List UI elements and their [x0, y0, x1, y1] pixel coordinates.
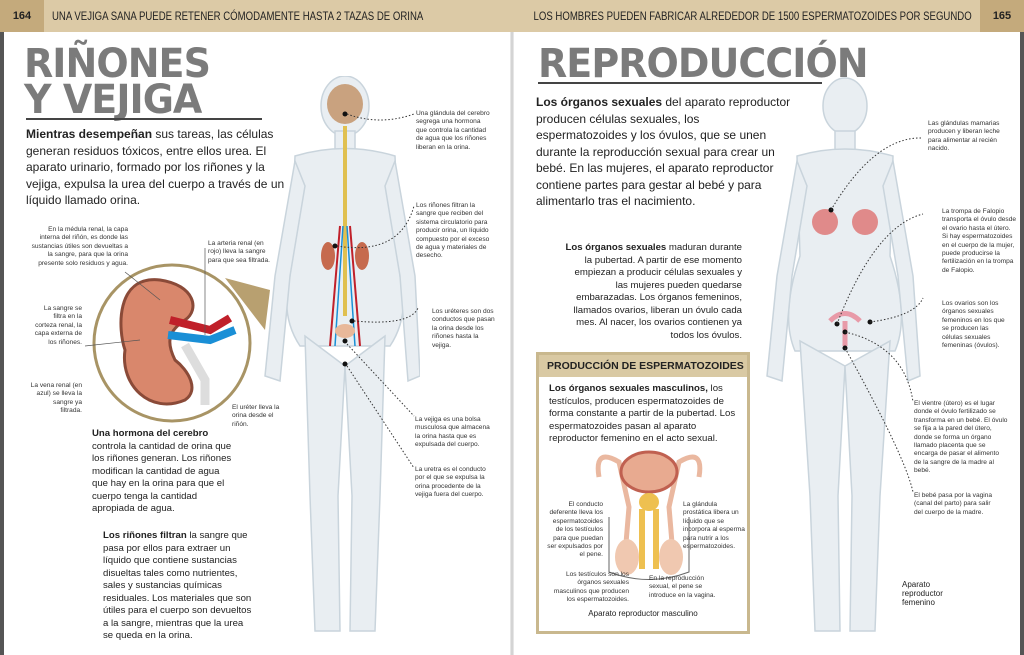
kidney-label-ureter: El uréter lleva la orina desde el riñón.	[232, 404, 280, 428]
bladder	[619, 450, 679, 494]
page-edge	[0, 32, 4, 655]
kidney-right	[355, 242, 369, 270]
page-number: 165	[980, 0, 1024, 32]
body-label-brain: Una glándula del cerebro segrega una hor…	[416, 110, 490, 151]
renal-artery	[169, 314, 233, 335]
title-rule	[26, 118, 262, 120]
figure-caption: Aparato reproductor femenino	[902, 580, 943, 607]
page-edge	[1020, 32, 1024, 655]
diagram-caption: Aparato reproductor masculino	[588, 609, 698, 618]
prostate	[639, 493, 659, 511]
leader-line	[84, 339, 141, 347]
page-title: RIÑONES	[24, 41, 211, 87]
zoom-pointer	[225, 278, 270, 330]
label-testiculos: Los testículos son los órganos sexuales …	[553, 571, 629, 604]
kidney-illustration	[84, 248, 270, 423]
title-rule	[538, 82, 822, 84]
body-label-fallopian: La trompa de Falopio transporta el óvulo…	[942, 208, 1017, 274]
brain	[327, 84, 363, 124]
renal-vein	[167, 326, 237, 345]
page-number: 164	[0, 0, 44, 32]
body-label-bladder: La vejiga es una bolsa musculosa que alm…	[415, 416, 490, 449]
label-conducto: El conducto deferente lleva los espermat…	[547, 501, 603, 559]
kidney-label-corteza: La sangre se filtra en la corteza renal,…	[34, 305, 82, 346]
intro-paragraph: Los órganos sexuales del aparato reprodu…	[536, 95, 791, 208]
bladder	[335, 324, 355, 338]
label-prostata: La glándula prostática libera un líquido…	[683, 501, 745, 551]
page-title: REPRODUCCIÓN	[538, 41, 869, 87]
ureter	[181, 342, 210, 405]
kidney-label-vena: La vena renal (en azul) se lleva la sang…	[30, 382, 82, 415]
body-label-ovaries: Los ovarios son los órganos sexuales fem…	[942, 300, 1005, 350]
female-body-figure	[766, 77, 924, 632]
leader-line	[124, 271, 161, 301]
label-pene: En la reproducción sexual, el pene se in…	[649, 575, 716, 599]
sperm-production-box: PRODUCCIÓN DE ESPERMATOZOIDES Los órgano…	[536, 352, 750, 634]
maturation-paragraph: Los órganos sexuales maduran durante la …	[565, 242, 742, 341]
testicle	[615, 539, 639, 575]
kidney	[119, 278, 195, 406]
body-label-ureters: Los uréteres son dos conductos que pasan…	[432, 308, 495, 349]
kidney-label-arteria: La arteria renal (en rojo) lleva la sang…	[208, 240, 270, 264]
mammary-gland	[812, 209, 838, 235]
left-running-header: 164 UNA VEJIGA SANA PUEDE RETENER CÓMODA…	[0, 0, 512, 32]
running-head: UNA VEJIGA SANA PUEDE RETENER CÓMODAMENT…	[52, 9, 424, 23]
testicle	[659, 539, 683, 575]
body-label-urethra: La uretra es el conducto por el que se e…	[415, 466, 486, 499]
book-spine	[510, 32, 514, 655]
body-label-vagina: El bebé pasa por la vagina (canal del pa…	[914, 492, 993, 516]
kidney-left	[321, 242, 335, 270]
intro-paragraph: Mientras desempeñan sus tareas, las célu…	[26, 127, 285, 207]
right-running-header: LOS HOMBRES PUEDEN FABRICAR ALREDEDOR DE…	[512, 0, 1024, 32]
kidney-label-medula: En la médula renal, la capa interna del …	[31, 226, 128, 267]
body-label-kidneys: Los riñones filtran la sangre que recibe…	[416, 202, 490, 260]
filter-paragraph: Los riñones filtran la sangre que pasa p…	[103, 530, 252, 641]
running-head: LOS HOMBRES PUEDEN FABRICAR ALREDEDOR DE…	[533, 9, 972, 23]
box-text: Los órganos sexuales masculinos, los tes…	[549, 383, 736, 444]
box-heading: PRODUCCIÓN DE ESPERMATOZOIDES	[539, 355, 747, 377]
body-label-uterus: El vientre (útero) es el lugar donde el …	[914, 400, 1008, 475]
urinary-body-figure	[264, 76, 420, 632]
page-title: Y VEJIGA	[24, 77, 202, 123]
mammary-gland	[852, 209, 878, 235]
body-label-mammary: Las glándulas mamarias producen y libera…	[928, 120, 1000, 153]
male-reproductive-diagram	[595, 450, 703, 580]
hormone-paragraph: Una hormona del cerebro controla la cant…	[92, 428, 232, 514]
